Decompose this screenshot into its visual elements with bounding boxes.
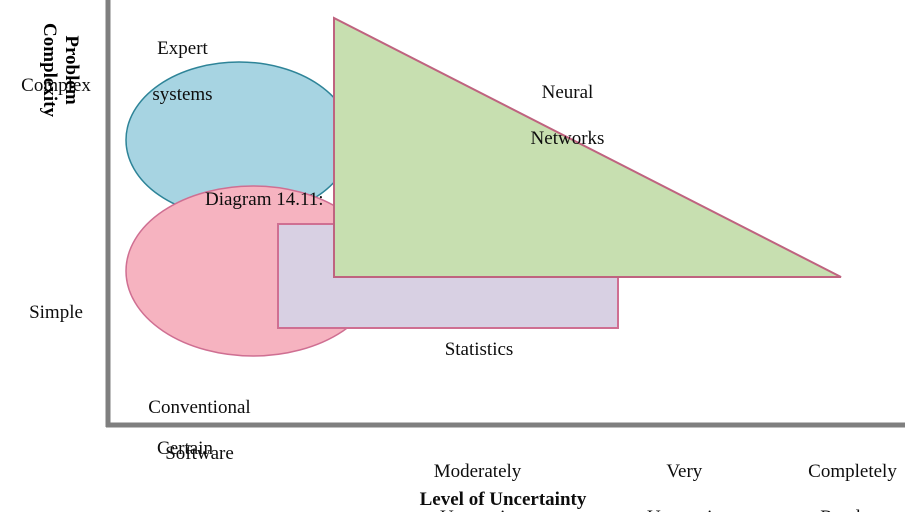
neural-networks-region — [333, 16, 842, 278]
x-tick-label-completely-random-line2: Random — [820, 507, 884, 512]
expert-systems-label-line2: systems — [152, 84, 213, 105]
x-tick-label-very-uncertain: Very Uncertain — [610, 437, 740, 512]
x-axis-title: Level of Uncertainty — [419, 489, 587, 510]
y-tick-label-simple: Simple — [29, 302, 83, 323]
y-axis-title-line2: Complexity — [39, 23, 60, 117]
statistics-label: Statistics — [444, 339, 514, 360]
x-tick-label-very-uncertain-line1: Very — [666, 461, 703, 482]
x-tick-label-very-uncertain-line2: Uncertain — [647, 507, 722, 512]
y-axis-title: Problem Complexity — [0, 0, 120, 140]
x-tick-label-moderately-uncertain: Moderately Uncertain — [403, 437, 533, 512]
neural-networks-label-line1: Neural — [541, 82, 594, 103]
neural-networks-label: Neural Networks — [478, 58, 638, 173]
x-tick-label-completely-random-line1: Completely — [808, 461, 897, 482]
conventional-software-label: Conventional Software — [110, 373, 270, 488]
conventional-software-label-line1: Conventional — [148, 397, 251, 418]
expert-systems-label-line1: Expert — [157, 38, 208, 59]
x-tick-label-moderately-uncertain-line1: Moderately — [433, 461, 522, 482]
y-tick-label-complex: Complex — [21, 75, 91, 96]
y-axis-title-line1: Problem — [61, 35, 82, 105]
x-tick-label-completely-random: Completely Random — [778, 437, 905, 512]
neural-networks-label-line2: Networks — [530, 128, 605, 149]
expert-systems-label: Expert systems — [108, 14, 238, 129]
conventional-software-label-line2: Software — [165, 443, 234, 464]
x-tick-label-moderately-uncertain-line2: Uncertain — [440, 507, 515, 512]
x-tick-label-certain: Certain — [157, 438, 213, 459]
diagram-caption: Diagram 14.11: — [205, 189, 324, 210]
